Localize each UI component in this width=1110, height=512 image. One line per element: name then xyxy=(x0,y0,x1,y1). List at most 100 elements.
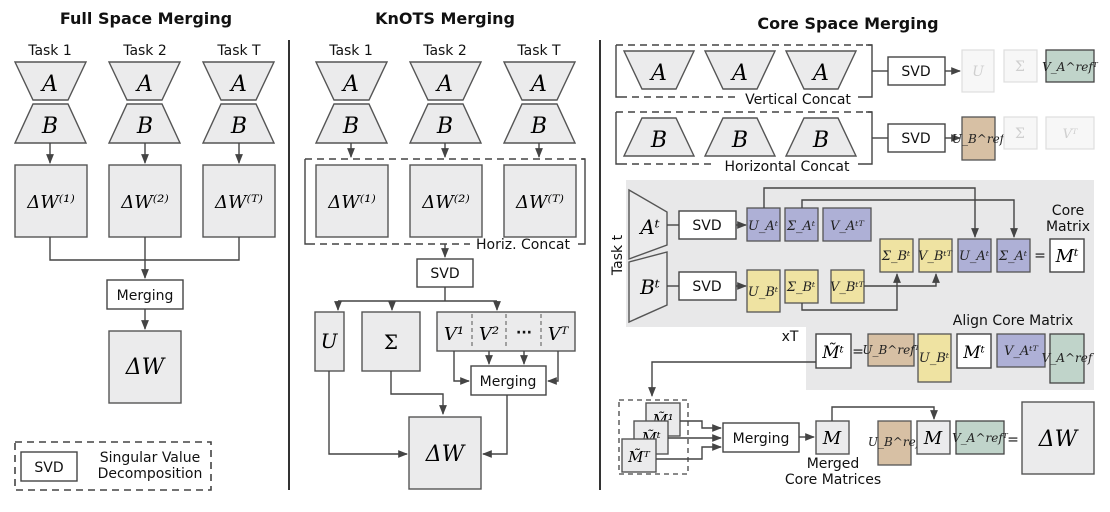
full-task-1: Task 1 A B ΔW⁽¹⁾ xyxy=(13,43,88,238)
horiz-concat-label: Horiz. Concat xyxy=(476,237,570,253)
lora-a-trapezoid xyxy=(13,61,88,101)
align-v-a-t-box xyxy=(996,333,1046,368)
delta-w-label: ΔW⁽ᵀ⁾ xyxy=(214,192,263,213)
v2-label: V² xyxy=(479,324,499,345)
final-u-b-ref-label: U_B^ref xyxy=(868,435,923,449)
a-label: A xyxy=(341,72,359,97)
arrow xyxy=(547,351,559,385)
knots-title: KnOTS Merging xyxy=(375,9,515,28)
core-matrix-caption-2: Matrix xyxy=(1046,219,1090,235)
u-b-t-box xyxy=(746,269,781,313)
stack-arrow-1 xyxy=(680,420,722,432)
merged-caption-1: Merged xyxy=(807,456,860,472)
align-m-t-label: Mᵗ xyxy=(962,343,985,363)
lora-b-trapezoid xyxy=(314,103,389,144)
chain-u-a-box xyxy=(957,238,992,273)
full-task-2: Task 2 A B ΔW⁽²⁾ xyxy=(107,43,182,238)
m-tilde-t-label: M̃ᵗ xyxy=(821,343,844,363)
delta-w-box xyxy=(503,164,577,238)
a-label: A xyxy=(730,61,748,86)
sigma-faded-box xyxy=(1003,116,1038,150)
chain-sigma-a-label: Σ_Aᵗ xyxy=(998,249,1028,264)
task-label: Task 1 xyxy=(328,43,373,59)
svd-split-connector xyxy=(338,287,497,302)
core-space-section: Core Space Merging Vertical Concat A A A… xyxy=(610,14,1099,488)
knots-task-1: Task 1 A B ΔW⁽¹⁾ xyxy=(314,43,389,238)
merged-route-arrow xyxy=(831,406,938,421)
equals-sign: = xyxy=(852,344,864,360)
chain-sigma-b-box xyxy=(879,238,914,273)
b-label: B xyxy=(650,128,667,153)
align-u-b-ref-box xyxy=(867,333,915,367)
b-label: B xyxy=(136,114,153,139)
sigma-a-t-label: Σ_Aᵗ xyxy=(786,219,816,234)
stack-arrow-3 xyxy=(656,443,722,460)
svd-label: SVD xyxy=(901,131,930,147)
core-space-title: Core Space Merging xyxy=(757,14,938,33)
v-ellipsis-label: ··· xyxy=(516,325,532,341)
at-trapezoid xyxy=(628,188,668,261)
full-task-t: Task T A B ΔW⁽ᵀ⁾ xyxy=(201,43,276,238)
delta-w-label: ΔW⁽¹⁾ xyxy=(26,192,75,213)
task-t-label: Task t xyxy=(610,234,626,276)
align-v-a-t-label: V_Aᵗᵀ xyxy=(1004,344,1038,359)
lora-a-trapezoid xyxy=(201,61,276,101)
lora-b-trapezoid xyxy=(408,103,483,144)
hconcat-right-bracket xyxy=(858,111,873,165)
b-label: B xyxy=(342,114,359,139)
repeat-route-arrow xyxy=(648,361,816,397)
v-b-route-arrow xyxy=(864,273,940,287)
u-a-t-box xyxy=(746,207,781,242)
b-label: B xyxy=(530,114,547,139)
full-space-section: Full Space Merging Task 1 A B ΔW⁽¹⁾ Task… xyxy=(13,9,276,491)
v-a-ref-box xyxy=(1045,49,1095,83)
vconcat-left-bracket xyxy=(615,45,620,98)
hconcat-left-bracket xyxy=(615,112,620,165)
merging-label: Merging xyxy=(480,374,537,390)
merge-connector xyxy=(49,237,240,261)
b-label: B xyxy=(436,114,453,139)
delta-w-box xyxy=(108,164,182,238)
final-delta-w-box xyxy=(1021,401,1095,475)
a-label: A xyxy=(135,72,153,97)
align-core-matrix-label: Align Core Matrix xyxy=(953,313,1074,329)
merging-box xyxy=(470,365,547,396)
delta-w-label: ΔW⁽¹⁾ xyxy=(327,192,376,213)
bt-label: Bᵗ xyxy=(639,275,660,299)
lora-b-trapezoid xyxy=(107,103,182,144)
core-matrix-box xyxy=(1049,238,1085,273)
equals-sign: = xyxy=(1034,248,1046,264)
a-label: A xyxy=(229,72,247,97)
task-label: Task T xyxy=(516,43,561,59)
a-trapezoid xyxy=(622,50,696,90)
sigma-b-t-label: Σ_Bᵗ xyxy=(786,280,816,295)
a-label: A xyxy=(649,61,667,86)
sigma-faded-box xyxy=(1003,49,1038,83)
u-a-route-arrow xyxy=(763,187,979,238)
v-a-t-label: V_Aᵗᵀ xyxy=(830,219,864,234)
u-b-ref-label: U_B^ref xyxy=(952,132,1007,146)
svd-label: SVD xyxy=(692,279,721,295)
u-label: U xyxy=(321,329,339,353)
concat-left-bracket xyxy=(304,159,308,245)
final-u-b-ref-box xyxy=(877,420,912,466)
a-label: A xyxy=(811,61,829,86)
delta-w-box xyxy=(409,164,483,238)
lora-b-trapezoid xyxy=(201,103,276,144)
merged-m-box xyxy=(815,420,850,455)
horizontal-concat-label: Horizontal Concat xyxy=(725,159,850,175)
final-delta-w-label: ΔW xyxy=(1038,427,1080,452)
u-a-t-label: U_Aᵗ xyxy=(748,219,779,234)
a-trapezoid xyxy=(703,50,777,90)
merged-m-label: M xyxy=(822,428,842,449)
delta-w-box xyxy=(315,164,389,238)
u-faded-box xyxy=(961,49,995,93)
a-trapezoid xyxy=(784,50,858,90)
bt-trapezoid xyxy=(628,251,668,324)
arrow xyxy=(453,351,470,385)
delta-w-label: ΔW⁽²⁾ xyxy=(421,192,470,213)
merging-box xyxy=(722,422,800,453)
at-label: Aᵗ xyxy=(638,215,659,239)
v1-label: V¹ xyxy=(444,324,464,345)
